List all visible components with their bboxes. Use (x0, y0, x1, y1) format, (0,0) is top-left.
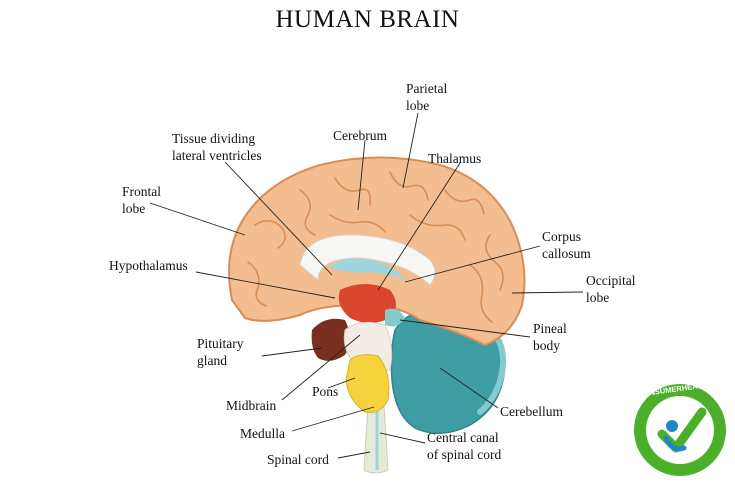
thalamus-shape (338, 284, 396, 323)
label-parietal-lobe: Parietal lobe (406, 81, 448, 113)
label-tissue-dividing: Tissue dividing lateral ventricles (172, 131, 262, 163)
label-medulla: Medulla (240, 426, 285, 441)
label-pineal-body: Pineal body (533, 321, 567, 353)
hypothalamus-dark-shape (311, 318, 350, 361)
label-pituitary-gland: Pituitary gland (197, 336, 244, 368)
consumerhealthdigest-badge: CONSUMERHEALTHDIGEST.COM (632, 373, 735, 478)
label-occipital-lobe: Occipital lobe (586, 273, 636, 305)
label-frontal-lobe: Frontal lobe (122, 184, 161, 216)
label-spinal-cord: Spinal cord (267, 452, 329, 467)
lateral-ventricle-shape (330, 258, 405, 280)
label-cerebellum: Cerebellum (500, 404, 563, 419)
label-thalamus: Thalamus (428, 151, 482, 166)
label-corpus-callosum: Corpus callosum (542, 229, 591, 261)
label-midbrain: Midbrain (226, 398, 277, 413)
badge-logo-icon (634, 384, 726, 476)
pons-shape (345, 354, 390, 413)
label-hypothalamus: Hypothalamus (109, 258, 188, 273)
label-pons: Pons (312, 384, 339, 399)
leader-lines (149, 112, 584, 459)
pineal-shape (385, 308, 405, 327)
corpus-callosum-shape (299, 234, 436, 286)
label-cerebrum: Cerebrum (333, 128, 387, 143)
label-central-canal: Central canal of spinal cord (427, 430, 502, 462)
diagram-title: HUMAN BRAIN (275, 6, 460, 33)
